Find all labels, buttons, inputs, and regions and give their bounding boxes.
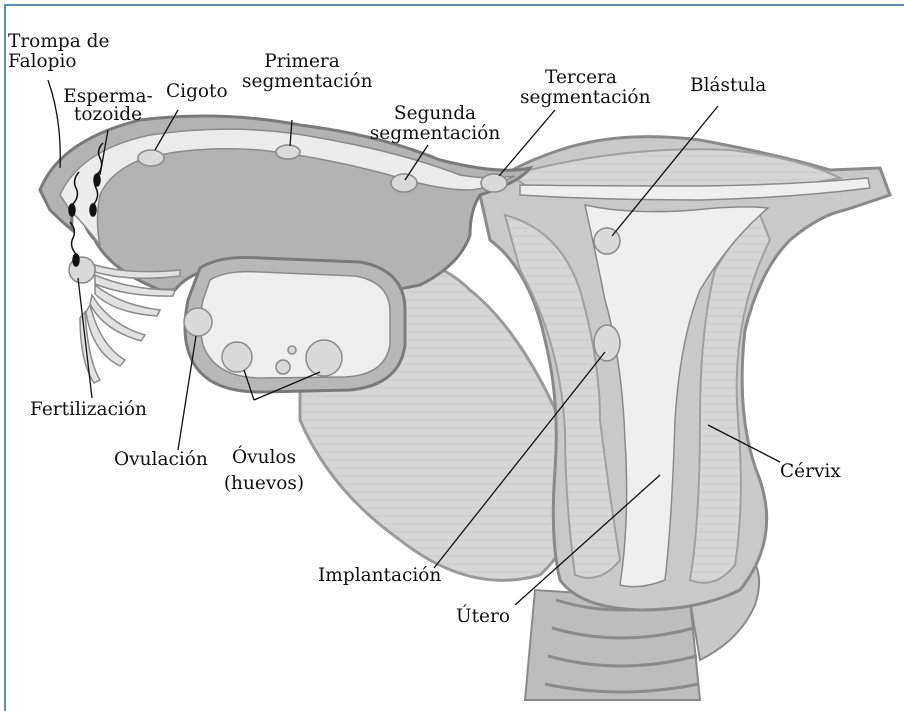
label-third-cleavage-line2: segmentación: [520, 88, 642, 108]
label-sperm: Esperma- tozoide: [56, 88, 160, 124]
label-second-cleavage-line1: Segunda: [362, 104, 508, 124]
label-fallopian-tube: Trompa de Falopio: [8, 32, 109, 72]
label-first-cleavage-line1: Primera: [242, 52, 362, 72]
label-uterus: Útero: [456, 607, 510, 627]
label-cervix: Cérvix: [780, 462, 841, 482]
label-implantation: Implantación: [318, 566, 441, 586]
label-first-cleavage-line2: segmentación: [242, 72, 362, 92]
label-first-cleavage: Primera segmentación: [242, 52, 362, 92]
label-fallopian-tube-line1: Trompa de: [8, 32, 109, 52]
label-ovulation: Ovulación: [114, 450, 208, 470]
label-second-cleavage-line2: segmentación: [362, 124, 508, 144]
label-ova: Óvulos (huevos): [214, 445, 314, 497]
leader-ovulation: [178, 336, 196, 450]
label-ova-line2: (huevos): [214, 471, 314, 497]
label-fertilization: Fertilización: [30, 400, 147, 420]
label-sperm-line2: tozoide: [56, 106, 160, 124]
label-ova-line1: Óvulos: [214, 445, 314, 471]
label-fallopian-tube-line2: Falopio: [8, 52, 109, 72]
label-zygote: Cigoto: [166, 82, 228, 102]
label-third-cleavage: Tercera segmentación: [520, 68, 642, 108]
label-second-cleavage: Segunda segmentación: [362, 104, 508, 144]
ovary: [185, 257, 405, 392]
label-third-cleavage-line1: Tercera: [520, 68, 642, 88]
label-blastula: Blástula: [690, 76, 766, 96]
